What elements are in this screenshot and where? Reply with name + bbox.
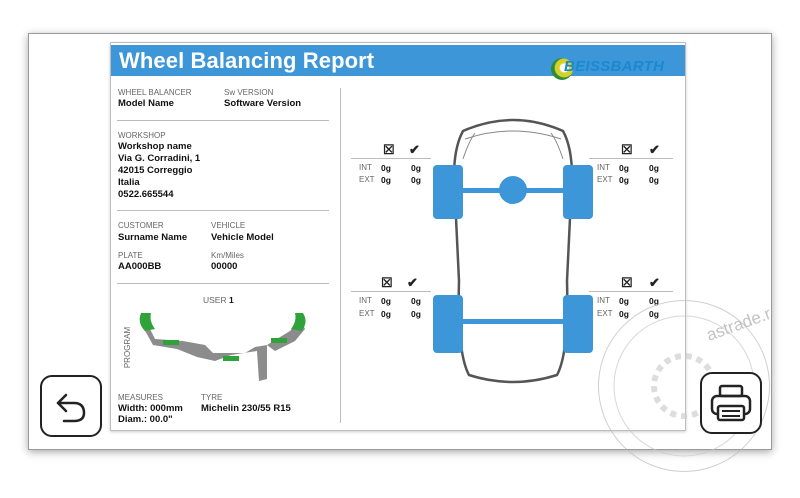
report-title: Wheel Balancing Report xyxy=(119,48,375,73)
rr-int-b: 0g xyxy=(649,296,659,306)
vehicle-value: Vehicle Model xyxy=(211,232,274,243)
back-arrow-icon xyxy=(56,393,86,423)
int-label: INT xyxy=(359,296,372,305)
width-value: Width: 000mm xyxy=(118,403,183,414)
report-sheet: Wheel Balancing Report BEISSBARTH WHEEL … xyxy=(110,42,686,431)
check-icon: ✔ xyxy=(409,142,420,157)
divider xyxy=(351,158,431,159)
diameter-value: Diam.: 00.0" xyxy=(118,414,173,425)
customer-label: CUSTOMER xyxy=(118,221,164,230)
beissbarth-logo: BEISSBARTH xyxy=(551,52,677,82)
printer-icon xyxy=(710,384,752,422)
fl-int-a: 0g xyxy=(381,163,391,173)
balancer-value: Model Name xyxy=(118,98,174,109)
balancer-label: WHEEL BALANCER xyxy=(118,88,192,97)
cross-box-icon: ☒ xyxy=(381,275,393,290)
plate-value: AA000BB xyxy=(118,261,162,272)
measures-label: MEASURES xyxy=(118,393,163,402)
int-label: INT xyxy=(359,163,372,172)
print-button[interactable] xyxy=(700,372,762,434)
program-label: PROGRAM xyxy=(123,326,133,369)
tyre-value: Michelin 230/55 R15 xyxy=(201,403,291,414)
fr-ext-a: 0g xyxy=(619,175,629,185)
cross-box-icon: ☒ xyxy=(621,275,633,290)
fl-int-b: 0g xyxy=(411,163,421,173)
divider xyxy=(117,210,329,211)
logo-text: BEISSBARTH xyxy=(564,58,665,75)
workshop-name: Workshop name xyxy=(118,141,192,152)
fl-ext-b: 0g xyxy=(411,175,421,185)
cross-box-icon: ☒ xyxy=(383,142,395,157)
rim-profile-diagram xyxy=(139,313,306,381)
divider xyxy=(589,158,673,159)
rr-int-a: 0g xyxy=(619,296,629,306)
workshop-city: 42015 Correggio xyxy=(118,165,193,176)
back-button[interactable] xyxy=(40,375,102,437)
workshop-street: Via G. Corradini, 1 xyxy=(118,153,201,164)
int-label: INT xyxy=(597,296,610,305)
fl-ext-a: 0g xyxy=(381,175,391,185)
column-divider xyxy=(340,88,341,423)
tyre-label: TYRE xyxy=(201,393,223,402)
check-icon: ✔ xyxy=(649,142,660,157)
workshop-label: WORKSHOP xyxy=(118,131,166,140)
fr-int-b: 0g xyxy=(649,163,659,173)
user-label: USER 1 xyxy=(203,295,234,305)
cross-box-icon: ☒ xyxy=(621,142,633,157)
divider xyxy=(351,291,431,292)
fr-int-a: 0g xyxy=(619,163,629,173)
customer-value: Surname Name xyxy=(118,232,188,243)
vehicle-label: VEHICLE xyxy=(211,221,246,230)
workshop-country: Italia xyxy=(118,177,140,188)
ext-label: EXT xyxy=(359,309,375,318)
rl-ext-b: 0g xyxy=(411,309,421,319)
rl-int-b: 0g xyxy=(411,296,421,306)
sw-version-label: Sw VERSION xyxy=(224,88,274,97)
user-value: 1 xyxy=(229,295,234,305)
int-label: INT xyxy=(597,163,610,172)
km-value: 00000 xyxy=(211,261,238,272)
rl-int-a: 0g xyxy=(381,296,391,306)
sw-version-value: Software Version xyxy=(224,98,302,109)
logo-emblem-icon xyxy=(551,58,573,80)
ext-label: EXT xyxy=(597,175,613,184)
check-icon: ✔ xyxy=(407,275,418,290)
check-icon: ✔ xyxy=(649,275,660,290)
report-header: Wheel Balancing Report BEISSBARTH xyxy=(111,43,685,80)
watermark-text: astrade.ru xyxy=(704,301,769,345)
rr-ext-a: 0g xyxy=(619,309,629,319)
km-label: Km/Miles xyxy=(211,251,244,260)
plate-label: PLATE xyxy=(118,251,143,260)
car-diagram xyxy=(433,118,593,384)
ext-label: EXT xyxy=(359,175,375,184)
divider xyxy=(589,291,673,292)
ext-label: EXT xyxy=(597,309,613,318)
fr-ext-b: 0g xyxy=(649,175,659,185)
divider xyxy=(117,283,329,284)
divider xyxy=(117,120,329,121)
workshop-phone: 0522.665544 xyxy=(118,189,174,200)
rl-ext-a: 0g xyxy=(381,309,391,319)
